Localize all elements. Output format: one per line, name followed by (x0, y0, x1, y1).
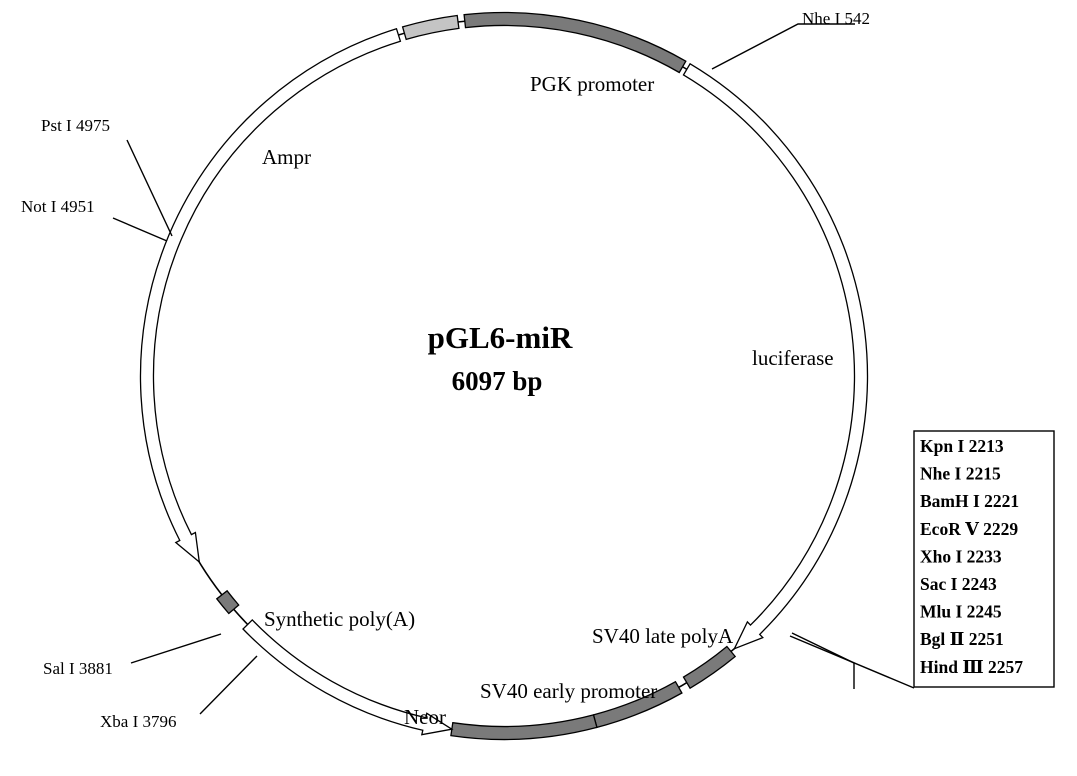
feature-layer (139, 11, 869, 741)
feature-synthetic-polya (215, 589, 240, 615)
label-luciferase: luciferase (752, 346, 834, 370)
mcs-site: Kpn I 2213 (920, 436, 1004, 456)
mcs-site: Xho I 2233 (920, 546, 1002, 566)
site-nhe-542: Nhe I 542 (802, 9, 870, 28)
feature-luciferase (682, 62, 869, 650)
site-pst-4975: Pst I 4975 (41, 116, 110, 135)
mcs-site: BamH I 2221 (920, 491, 1019, 511)
leader-lines (112, 23, 915, 715)
site-sal-3881: Sal I 3881 (43, 659, 113, 678)
leader-mcs-lower (789, 635, 915, 689)
leader-not-4951 (112, 217, 168, 242)
label-ampr: Ampr (262, 145, 311, 169)
feature-neor (242, 618, 454, 736)
site-xba-3796: Xba I 3796 (100, 712, 176, 731)
label-sv40-late-polya: SV40 late polyA (592, 624, 734, 648)
mcs-site: Bgl Ⅱ 2251 (920, 629, 1004, 649)
plasmid-size: 6097 bp (452, 366, 543, 396)
label-synthetic-polya: Synthetic poly(A) (264, 607, 415, 631)
mcs-site: Sac I 2243 (920, 574, 997, 594)
feature-pgk (463, 11, 687, 74)
mcs-site: EcoR Ⅴ 2229 (920, 519, 1018, 539)
leader-xba-3796 (199, 655, 258, 715)
feature-sv40-late (682, 645, 737, 690)
plasmid-name: pGL6-miR (428, 320, 573, 355)
leader-pst-4975 (126, 139, 173, 237)
mcs-site: Nhe I 2215 (920, 464, 1001, 484)
feature-small-light (401, 14, 460, 41)
leader-sal-3881 (130, 633, 222, 664)
label-pgk-promoter: PGK promoter (530, 72, 654, 96)
leader-nhe-542 (711, 23, 855, 70)
label-neor: Neor (404, 705, 446, 729)
feature-ampr (139, 27, 402, 564)
mcs-box (913, 430, 1055, 688)
label-sv40-early-promoter: SV40 early promoter (480, 679, 657, 703)
mcs-site: Hind Ⅲ 2257 (920, 657, 1023, 677)
feature-neor-cds (450, 714, 598, 741)
site-not-4951: Not I 4951 (21, 197, 95, 216)
mcs-site: Mlu I 2245 (920, 602, 1002, 622)
